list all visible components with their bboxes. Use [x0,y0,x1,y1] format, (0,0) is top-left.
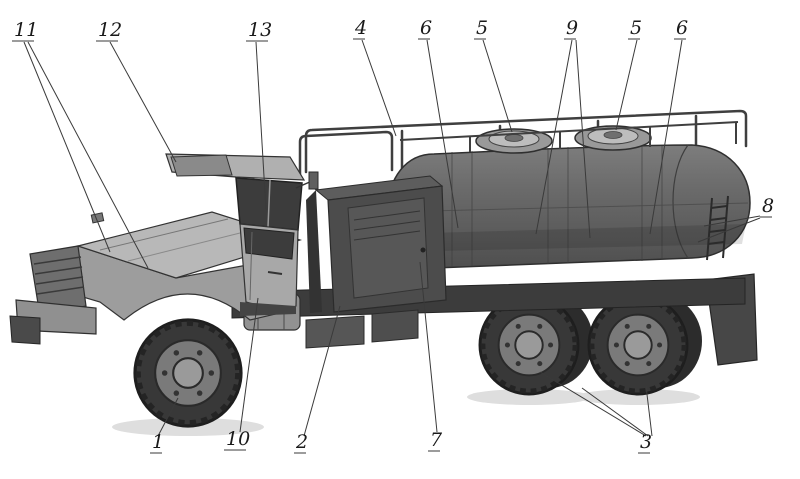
callout-labels: 11 12 13 4 6 5 9 5 6 8 1 10 2 7 3 [12,17,774,454]
tool-box [371,309,419,343]
roof-hatch [170,154,233,177]
callout-label-6: 6 [420,17,432,39]
leader-line [697,217,761,243]
callout-label-1: 1 [152,431,164,453]
leader-line [645,385,653,437]
callout-label-8: 8 [762,195,774,217]
handrail-near [399,121,739,152]
hood-marker [90,212,105,224]
callout-label-7: 7 [430,429,443,451]
leader-line [109,41,177,163]
callout-label-2: 2 [295,431,308,453]
front-fender [65,245,287,321]
leader-line [361,39,397,137]
step-box [305,315,365,349]
leader-line [157,397,179,437]
callout-label-12: 12 [98,19,122,41]
winch-box [9,315,41,345]
door-handle [267,271,283,275]
callout-label-9: 9 [566,17,578,39]
handrail-far [304,109,748,174]
leader-line [426,39,459,229]
callout-label-4: 4 [354,17,367,39]
leader-line [303,305,341,437]
callout-label-6: 6 [676,17,688,39]
mirror [308,171,319,190]
callout-label-3: 3 [640,431,652,453]
front-wheel [135,320,241,426]
callout-label-11: 11 [14,19,38,41]
manhole-covers [399,121,739,154]
handrail-front-loop [298,130,394,176]
callout-label-5: 5 [476,17,488,39]
rear-wheel-2 [589,296,687,394]
leader-line [482,39,513,133]
leader-line [539,371,647,437]
callout-label-5: 5 [630,17,642,39]
leader-line [581,387,649,437]
leader-line [575,39,591,239]
manhole-rear [574,125,652,151]
callout-label-10: 10 [226,428,250,450]
rear-ladder [706,195,729,261]
callout-label-13: 13 [248,19,272,41]
wheels [135,294,702,426]
door-window [243,227,295,260]
leader-line [649,39,683,235]
pump-compartment [306,175,447,313]
truck-illustration [9,109,758,436]
leader-line [535,39,573,235]
leader-line [239,297,259,433]
cab-and-hood [9,153,319,345]
leader-line [27,41,149,269]
leader-line [615,39,638,131]
leader-line [23,41,111,253]
compartment-door [347,197,429,299]
leader-line [255,41,267,211]
leader-line [419,261,438,433]
leader-line [703,215,761,227]
door-latch [420,247,426,253]
ground-shadows [112,389,700,436]
